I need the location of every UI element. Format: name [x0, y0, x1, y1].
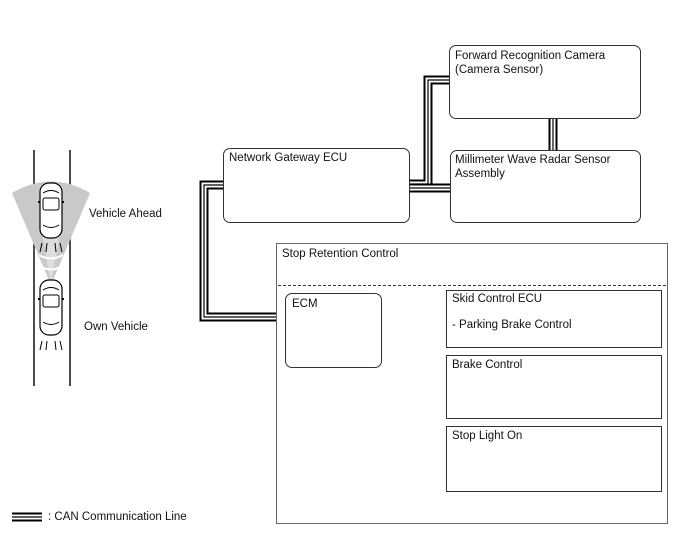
wheel-tracks: [39, 242, 63, 351]
brake-control-label: Brake Control: [452, 359, 523, 371]
car-icon-ahead: [38, 182, 64, 239]
group-divider: [278, 285, 666, 286]
gateway-node: [223, 148, 410, 223]
skid-control-node: [446, 290, 662, 348]
ecm-label: ECM: [292, 298, 318, 310]
camera-node: [449, 45, 641, 119]
camera-label: Forward Recognition Camera (Camera Senso…: [455, 50, 606, 76]
vehicle-ahead-label: Vehicle Ahead: [89, 208, 162, 220]
skid-control-label: Skid Control ECU: [452, 293, 543, 305]
group-title: Stop Retention Control: [282, 248, 399, 260]
radar-node: [450, 150, 641, 223]
legend-label: : CAN Communication Line: [48, 511, 187, 523]
ecm-node: [285, 293, 382, 368]
gateway-label: Network Gateway ECU: [229, 152, 348, 164]
can-line-legend-icon: [12, 512, 42, 522]
own-vehicle-label: Own Vehicle: [84, 321, 148, 333]
can-line-gateway-ecm: [199, 180, 287, 322]
can-line-gateway-camera: [409, 75, 450, 189]
parking-brake-label: - Parking Brake Control: [452, 319, 572, 331]
radar-label: Millimeter Wave Radar Sensor Assembly: [455, 154, 611, 180]
stop-light-label: Stop Light On: [452, 430, 523, 442]
brake-control-node: [446, 355, 662, 419]
car-icon-own: [38, 279, 64, 336]
stop-light-node: [446, 426, 662, 492]
